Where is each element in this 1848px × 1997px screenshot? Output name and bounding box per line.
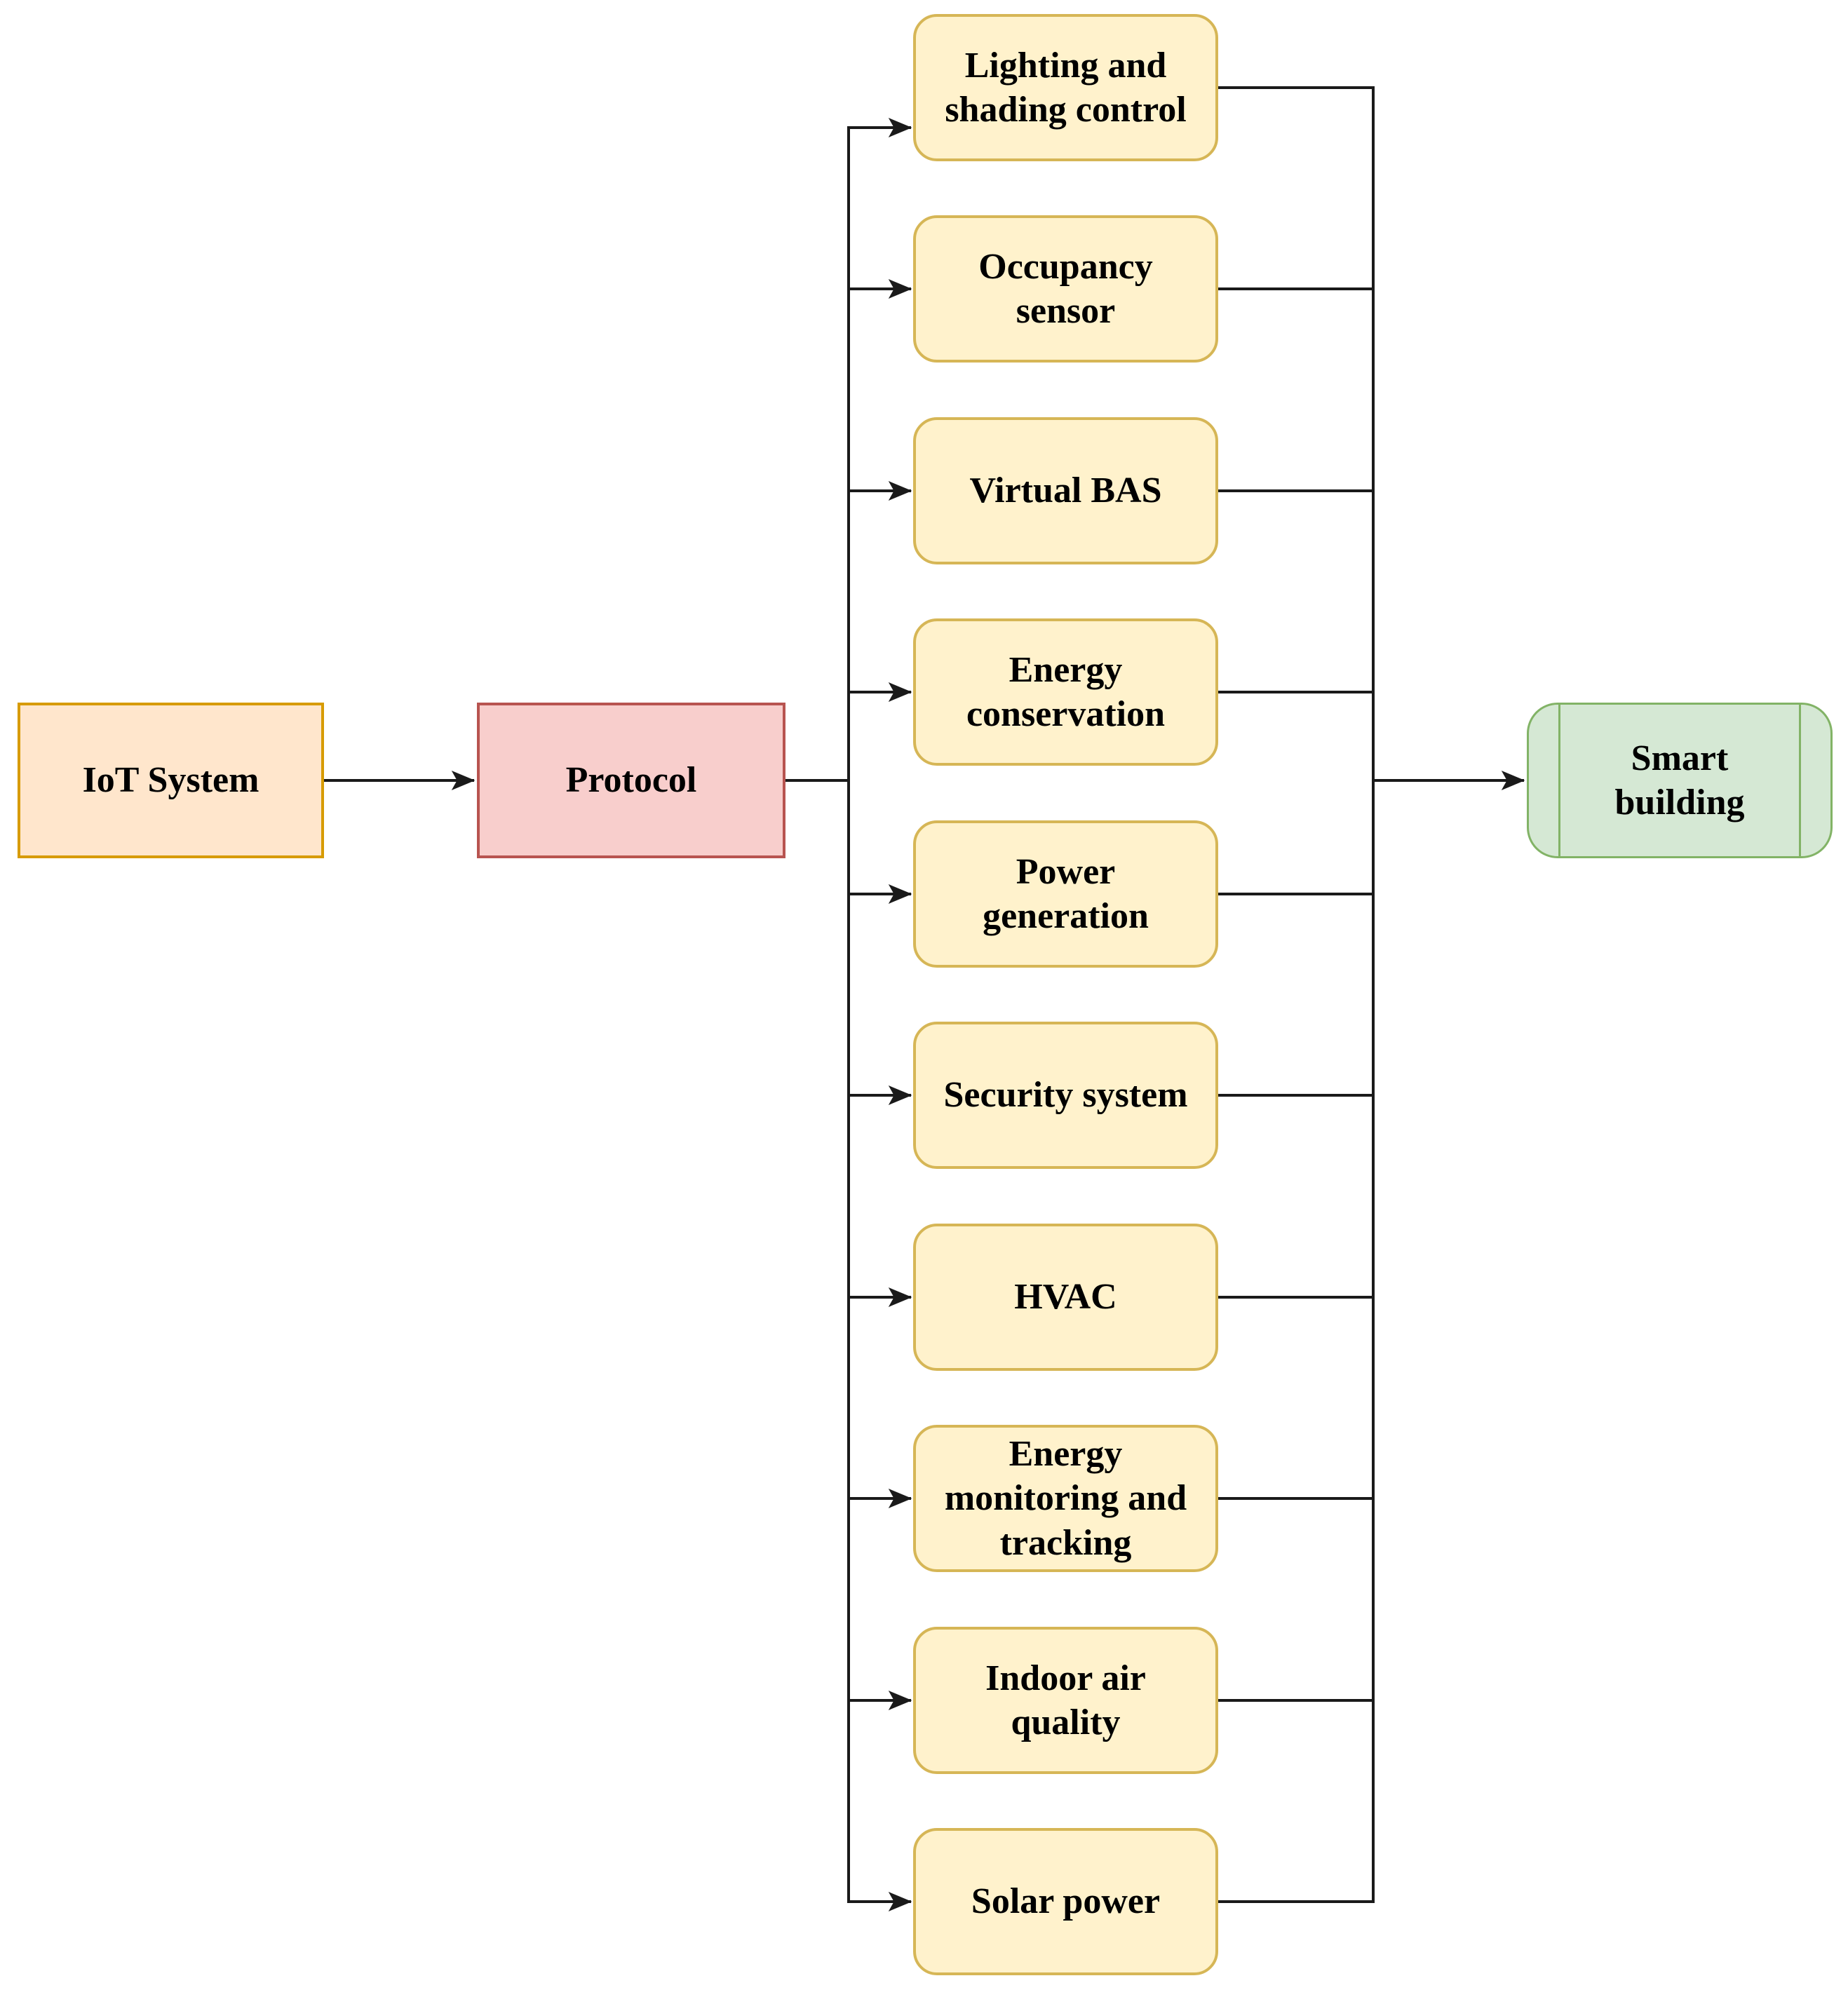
node-protocol: Protocol [477,703,785,858]
node-power-generation: Power generation [913,820,1218,968]
node-virtual-bas: Virtual BAS [913,417,1218,564]
node-virtual-bas-label: Virtual BAS [969,471,1162,511]
node-hvac-label: HVAC [1014,1277,1117,1318]
node-lighting-shading-control: Lighting and shading control [913,14,1218,161]
node-security-system: Security system [913,1022,1218,1169]
node-occupancy-sensor: Occupancy sensor [913,215,1218,363]
node-smart-building: Smart building [1527,703,1833,858]
node-indoor-air-quality: Indoor air quality [913,1627,1218,1774]
node-iot-system-label: IoT System [82,760,259,801]
node-smart-building-label: Smart building [1614,738,1745,823]
node-energy-monitoring-tracking: Energy monitoring and tracking [913,1425,1218,1572]
node-energy-conservation: Energy conservation [913,618,1218,766]
node-solar-power-label: Solar power [971,1881,1161,1922]
node-indoor-air-quality-label: Indoor air quality [985,1658,1146,1742]
node-protocol-label: Protocol [565,760,697,801]
node-occupancy-sensor-label: Occupancy sensor [978,246,1153,331]
target-side-bar-right [1799,705,1801,856]
node-energy-monitoring-tracking-label: Energy monitoring and tracking [944,1433,1187,1563]
target-side-bar-left [1558,705,1560,856]
node-energy-conservation-label: Energy conservation [966,649,1166,734]
node-iot-system: IoT System [18,703,324,858]
node-lighting-shading-control-label: Lighting and shading control [945,45,1187,130]
node-security-system-label: Security system [943,1075,1188,1116]
node-hvac: HVAC [913,1224,1218,1371]
node-solar-power: Solar power [913,1828,1218,1975]
node-power-generation-label: Power generation [983,851,1149,936]
